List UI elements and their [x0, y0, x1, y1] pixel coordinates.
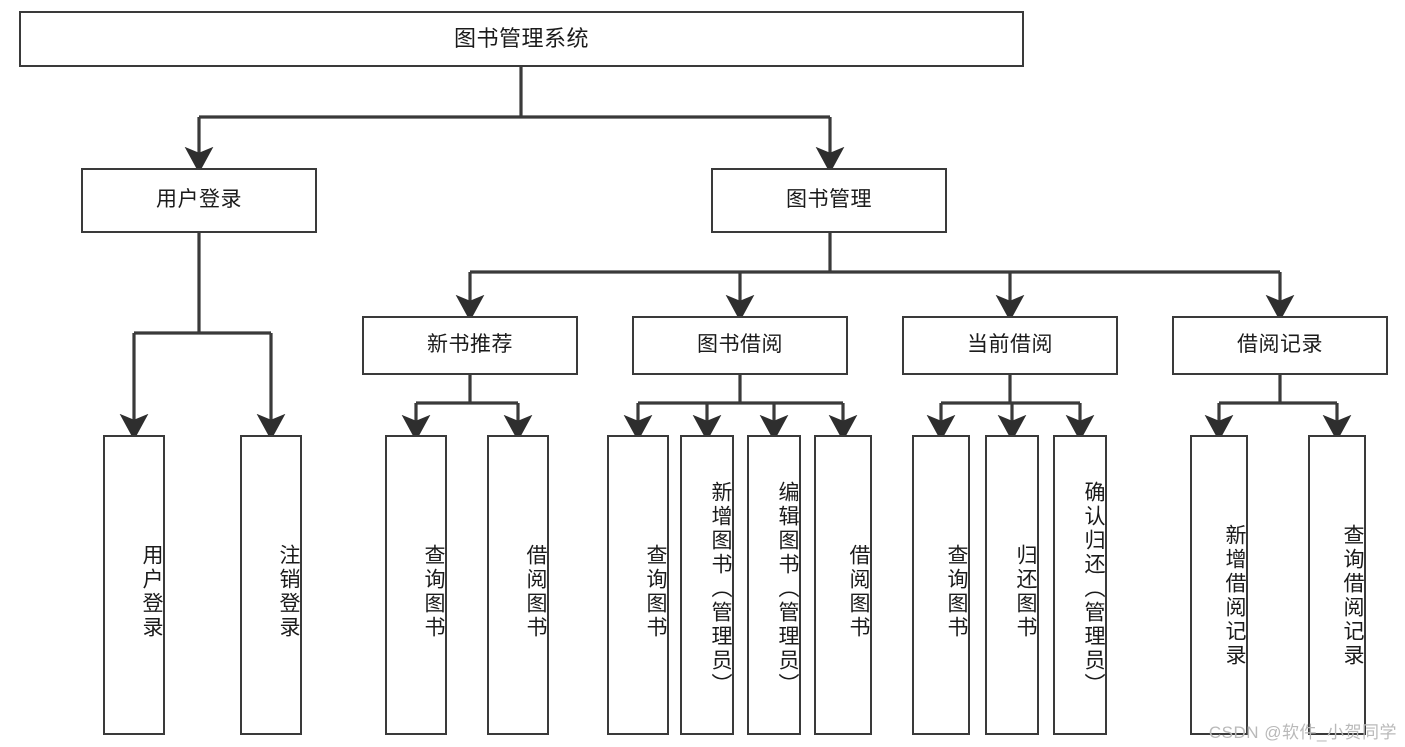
- node-current-borrow[interactable]: 当前借阅: [902, 316, 1118, 375]
- node-query-book-2[interactable]: 查询图书: [607, 435, 669, 735]
- node-return-book[interactable]: 归还图书: [985, 435, 1039, 735]
- node-root[interactable]: 图书管理系统: [19, 11, 1024, 67]
- node-edit-book-admin-label: 编辑图书（管理员）: [776, 481, 799, 697]
- node-borrow-book-1[interactable]: 借阅图书: [487, 435, 549, 735]
- node-book-manage[interactable]: 图书管理: [711, 168, 947, 233]
- node-query-book-1[interactable]: 查询图书: [385, 435, 447, 735]
- node-book-manage-label: 图书管理: [786, 188, 872, 212]
- node-book-borrow-label: 图书借阅: [697, 333, 783, 357]
- node-new-book-recommend-label: 新书推荐: [427, 333, 513, 357]
- node-borrow-record-label: 借阅记录: [1237, 333, 1323, 357]
- node-borrow-book-2[interactable]: 借阅图书: [814, 435, 872, 735]
- node-user-login-label: 用户登录: [156, 188, 242, 212]
- node-new-book-recommend[interactable]: 新书推荐: [362, 316, 578, 375]
- node-user-login-leaf-2[interactable]: 注销登录: [240, 435, 302, 735]
- node-query-borrow-record[interactable]: 查询借阅记录: [1308, 435, 1366, 735]
- node-root-label: 图书管理系统: [453, 26, 589, 52]
- node-borrow-record[interactable]: 借阅记录: [1172, 316, 1388, 375]
- node-query-book-3[interactable]: 查询图书: [912, 435, 970, 735]
- node-query-book-1-label: 查询图书: [422, 544, 445, 640]
- node-edit-book-admin[interactable]: 编辑图书（管理员）: [747, 435, 801, 735]
- node-add-book-admin-label: 新增图书（管理员）: [709, 481, 732, 697]
- node-user-login-leaf-1[interactable]: 用户登录: [103, 435, 165, 735]
- node-user-login-leaf-2-label: 注销登录: [277, 544, 300, 640]
- node-query-borrow-record-label: 查询借阅记录: [1341, 524, 1364, 668]
- csdn-watermark: CSDN @软件_小贺同学: [1208, 723, 1397, 742]
- node-query-book-2-label: 查询图书: [644, 544, 667, 640]
- node-book-borrow[interactable]: 图书借阅: [632, 316, 848, 375]
- node-borrow-book-2-label: 借阅图书: [847, 544, 870, 640]
- node-add-book-admin[interactable]: 新增图书（管理员）: [680, 435, 734, 735]
- node-current-borrow-label: 当前借阅: [967, 333, 1053, 357]
- node-user-login-leaf-1-label: 用户登录: [140, 544, 163, 640]
- node-add-borrow-record-label: 新增借阅记录: [1223, 524, 1246, 668]
- node-add-borrow-record[interactable]: 新增借阅记录: [1190, 435, 1248, 735]
- node-confirm-return-admin[interactable]: 确认归还（管理员）: [1053, 435, 1107, 735]
- node-borrow-book-1-label: 借阅图书: [524, 544, 547, 640]
- node-return-book-label: 归还图书: [1014, 544, 1037, 640]
- node-query-book-3-label: 查询图书: [945, 544, 968, 640]
- node-user-login[interactable]: 用户登录: [81, 168, 317, 233]
- node-confirm-return-admin-label: 确认归还（管理员）: [1082, 481, 1105, 697]
